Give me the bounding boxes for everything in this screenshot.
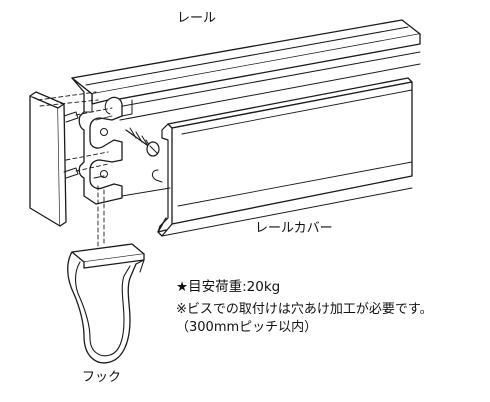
- rail-cover-label: レールカバー: [255, 221, 333, 236]
- hook-label: フック: [82, 370, 122, 385]
- assembly-line-hook: [97, 185, 105, 251]
- screw: [125, 127, 160, 157]
- screw-pitch-note: （300mmピッチ以内）: [176, 320, 318, 335]
- hook: [67, 243, 145, 364]
- detail-marks: [93, 115, 113, 179]
- screw-mounting-note: ※ビスでの取付けは穴あけ加工が必要です。: [176, 302, 433, 317]
- rail-cover: [151, 77, 413, 237]
- load-capacity-note: ★目安荷重:20kg: [176, 279, 281, 295]
- end-cap: [29, 91, 79, 227]
- rail-label: レール: [177, 11, 217, 26]
- assembly-lines-cap: [37, 91, 113, 172]
